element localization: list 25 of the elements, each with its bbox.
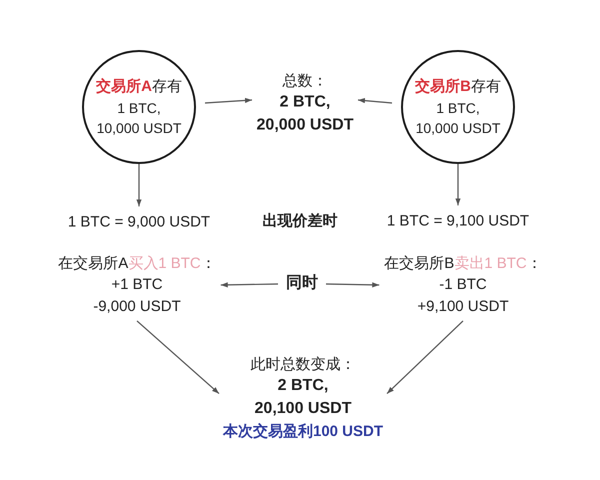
amount-text: 2 BTC, 20,100 USDT (254, 376, 352, 419)
price-text: 1 BTC = 9,100 USDT (386, 210, 530, 232)
heading-text: 此时总数变成： (250, 354, 356, 375)
amount-text: 1 BTC, 10,000 USDT (96, 98, 182, 138)
arrow (358, 98, 392, 104)
arrow (455, 164, 461, 206)
note-text: 出现价差时 (262, 212, 338, 230)
arrow (220, 282, 278, 288)
amount-text: +1 BTC -9,000 USDT (92, 275, 182, 317)
arrow (204, 98, 252, 104)
price-text: 1 BTC = 9,000 USDT (68, 211, 210, 233)
heading-text: 交易所A存有 (96, 76, 182, 97)
heading-text: 交易所B存有 (415, 76, 501, 97)
arrow (326, 282, 380, 288)
amount-text: 2 BTC, 20,000 USDT (256, 92, 354, 136)
profit-text: 本次交易盈利100 USDT (222, 422, 384, 442)
arrow (136, 164, 142, 206)
heading-text: 总数： (282, 72, 328, 92)
heading-text: 在交易所A买入1 BTC： (58, 254, 216, 274)
heading-text: 在交易所B卖出1 BTC： (384, 254, 542, 274)
node-label: 同时 (286, 272, 318, 296)
amount-text: -1 BTC +9,100 USDT (416, 275, 510, 317)
arrow (386, 320, 464, 394)
amount-text: 1 BTC, 10,000 USDT (414, 98, 502, 138)
arrow (136, 320, 220, 394)
